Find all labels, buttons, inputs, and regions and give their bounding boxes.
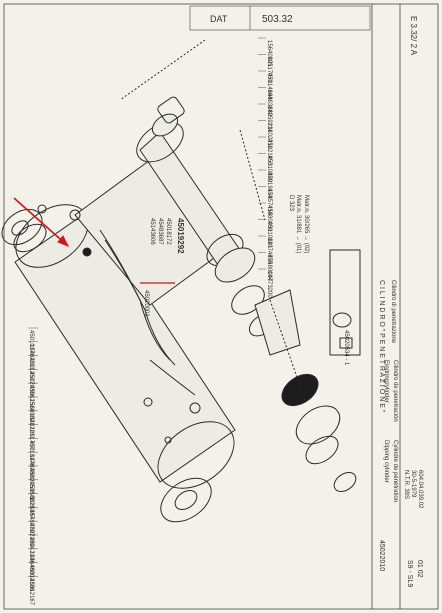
center-label-45019292: 45019292 xyxy=(176,218,185,254)
callouts-right: 1564082110517071450146681446388014259211… xyxy=(258,37,272,298)
callouts-left: 4501017613402211450125174502035645012518… xyxy=(28,327,38,606)
model-code: S9 - SL9 xyxy=(406,560,413,587)
dim-label: D 323 xyxy=(288,195,294,212)
callout-label: 45012518 xyxy=(28,385,34,412)
sheet-code: E 3.32/ 2 A xyxy=(409,16,418,56)
dat-number: 503.32 xyxy=(262,14,293,25)
callout-label: 10517071 xyxy=(28,427,34,454)
red-arrow-annotation xyxy=(13,197,70,247)
callout-label: 14463880 xyxy=(28,454,34,481)
ntr-line: N.T.R. 39S xyxy=(403,470,409,499)
callout-label: 45012136 xyxy=(28,537,34,564)
callout-label: 14473200 xyxy=(266,271,272,298)
callout-label: 13402211 xyxy=(28,344,34,371)
callout-label: 45012517 xyxy=(28,358,34,385)
callout-label: 45480031 xyxy=(266,205,272,232)
callout-label: 45010176 xyxy=(28,330,34,357)
title-block: E 3.32/ 2 A N.T.R. 39S 30-5-1979 604.04.… xyxy=(378,16,423,587)
matr-note-1: Matr.n. 31/881 → (01) xyxy=(295,195,301,253)
center-label-45483687: 45483687 xyxy=(157,218,163,245)
ref-line: 604.04.039.02 xyxy=(417,470,423,509)
callout-label: 45012136 xyxy=(28,565,34,592)
callout-label: 45021994 xyxy=(28,523,34,550)
callout-label: 45014668 xyxy=(266,73,272,100)
dat-label: DAT xyxy=(210,14,228,24)
callout-label: 15640821 xyxy=(266,40,272,67)
kit-box-label: 45020534 - 1 xyxy=(343,330,349,366)
title-it: Cilindro di penetrazione xyxy=(390,280,396,344)
center-label-45143606: 45143606 xyxy=(149,218,155,245)
callout-label: 45021953 xyxy=(266,139,272,166)
header-strip: DAT 503.32 xyxy=(189,5,371,31)
part-number: 45022010 xyxy=(378,540,385,571)
date-line: 30-5-1979 xyxy=(410,470,416,498)
callout-label: 14463880 xyxy=(266,90,272,117)
callout-label: 45480797 xyxy=(28,509,34,536)
callout-label: 10517071 xyxy=(266,57,272,84)
title-en: Dipping cylinder xyxy=(383,440,389,483)
callout-label: 45480007 xyxy=(266,255,272,282)
callout-label: 45020356 xyxy=(28,371,34,398)
callout-label: 13402211 xyxy=(266,123,272,150)
callout-label: 14259211 xyxy=(266,106,272,133)
callout-label: 14464880 xyxy=(28,551,34,578)
callout-label: 45020535-1 xyxy=(28,468,34,501)
sub-code: 01 02 xyxy=(416,560,423,578)
matr-note-2: Matr.n. 30/265 → (02) xyxy=(303,195,309,253)
callout-label: 13402211 xyxy=(28,413,34,440)
callout-label: 11074875 xyxy=(266,238,272,265)
title-de: Eindringzylinder xyxy=(383,360,389,403)
sheet-border xyxy=(3,3,439,610)
title-es: Cilindro de penetración xyxy=(392,360,398,422)
center-label-45020001: 45020001 xyxy=(143,290,149,317)
cylinder-drawing xyxy=(1,39,361,523)
center-label-45018172: 45018172 xyxy=(165,218,171,245)
callout-label: 15640821 xyxy=(28,399,34,426)
callout-label: 45457415 xyxy=(266,189,272,216)
callout-label: 45012167 xyxy=(28,578,34,605)
callout-label: 45019178 xyxy=(266,172,272,199)
callout-label: 45010329 xyxy=(266,156,272,183)
callout-label: 45018170 xyxy=(28,440,34,467)
cilindro-title: C I L I N D R O " P E N E T R A Z I O N … xyxy=(378,280,385,413)
title-fr: Cylindre de pénétration xyxy=(392,440,398,502)
callout-label: 45010329 xyxy=(28,482,34,509)
callout-label: 45010841 xyxy=(266,222,272,249)
